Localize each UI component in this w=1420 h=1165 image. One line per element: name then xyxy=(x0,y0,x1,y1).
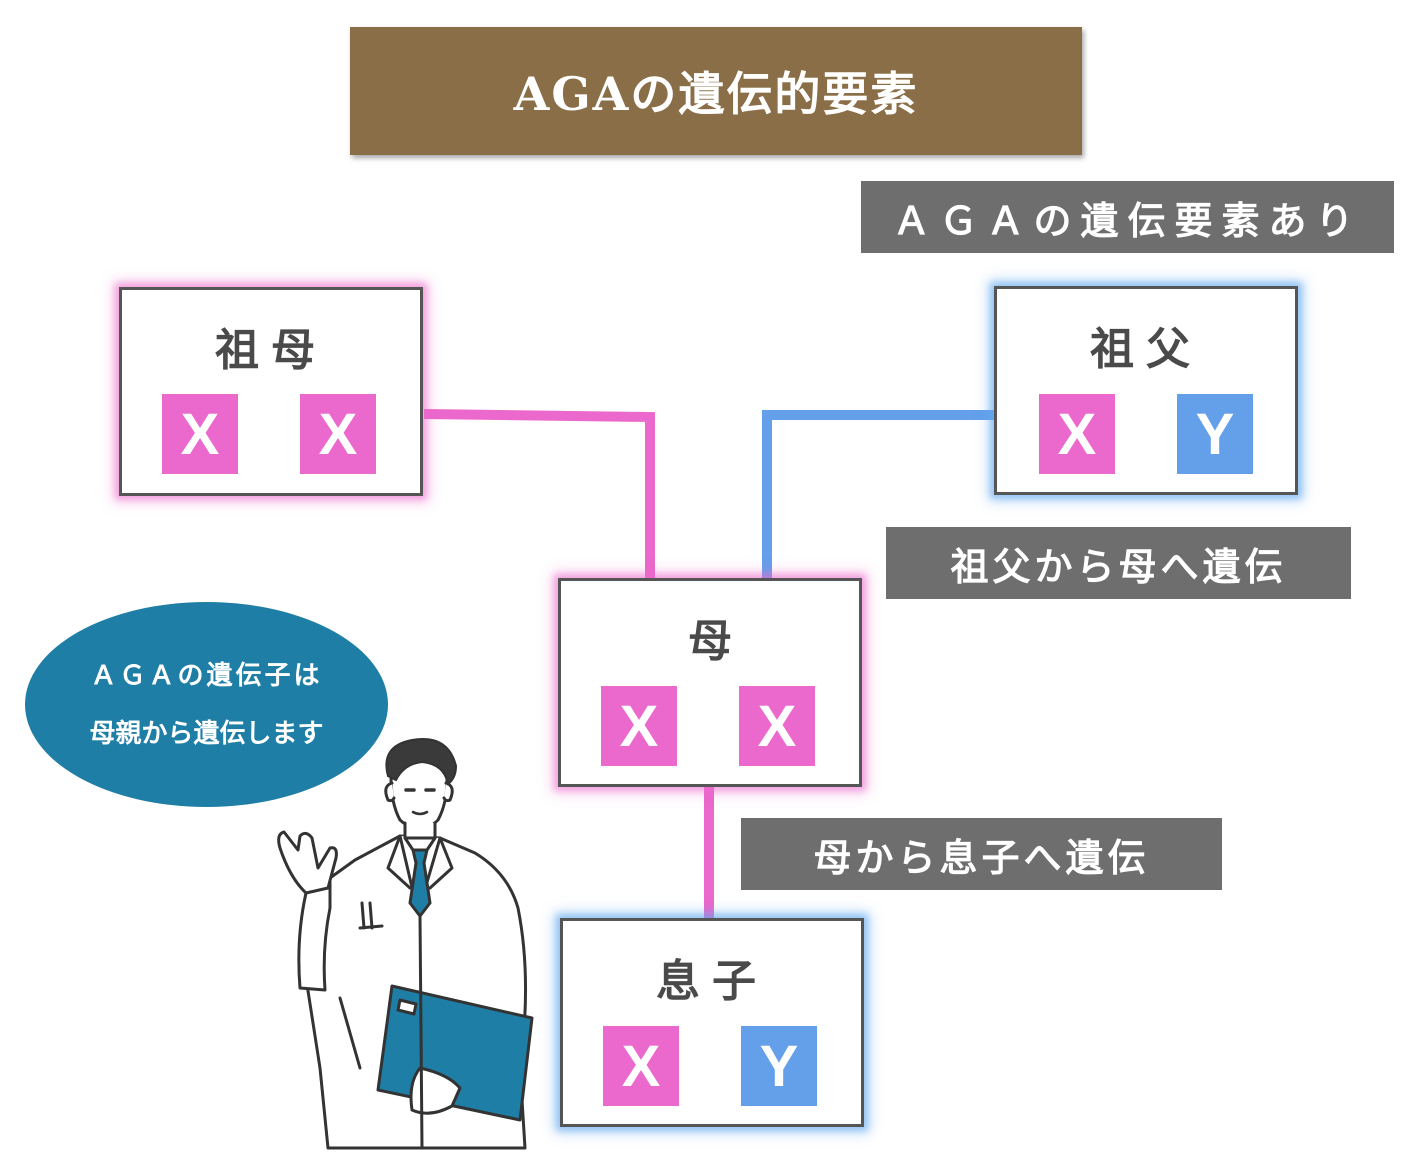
raised-hand xyxy=(277,830,338,895)
son-chromosome-y: Y xyxy=(741,1026,817,1106)
grandmother-chromosome-2: X xyxy=(300,394,376,474)
grandfather-to-mother-label: 祖父から母へ遺伝 xyxy=(886,527,1351,599)
doctor-illustration xyxy=(277,738,534,1150)
mother-chromosome-1: X xyxy=(601,686,677,766)
speech-bubble: ＡＧＡの遺伝子は 母親から遺伝します xyxy=(25,602,388,807)
mother-to-son-label: 母から息子へ遺伝 xyxy=(741,818,1222,890)
bubble-line-1: ＡＧＡの遺伝子は xyxy=(90,660,323,691)
aga-factor-label: ＡＧＡの遺伝要素あり xyxy=(861,181,1394,253)
bubble-line-2: 母親から遺伝します xyxy=(89,718,324,749)
mother-chromosome-2: X xyxy=(739,686,815,766)
page-title: AGAの遺伝的要素 xyxy=(350,27,1082,155)
son-chromosome-x: X xyxy=(603,1026,679,1106)
mother-name: 母 xyxy=(688,616,732,667)
grandmother-box: 祖母 X X xyxy=(119,287,423,496)
mother-box: 母 X X xyxy=(558,578,862,787)
son-box: 息子 X Y xyxy=(560,918,864,1127)
grandmother-chromosome-1: X xyxy=(162,394,238,474)
raised-arm xyxy=(297,876,332,992)
grandmother-name: 祖母 xyxy=(215,325,327,376)
grandfather-chromosome-y: Y xyxy=(1177,394,1253,474)
grandfather-box: 祖父 X Y xyxy=(994,286,1298,495)
grandfather-to-mother-line xyxy=(762,410,995,578)
holding-hand xyxy=(409,1066,462,1115)
hair xyxy=(385,738,458,786)
son-name: 息子 xyxy=(656,956,768,1007)
necktie xyxy=(408,848,432,918)
grandfather-chromosome-x: X xyxy=(1039,394,1115,474)
grandfather-name: 祖父 xyxy=(1090,324,1202,375)
grandmother-to-mother-line xyxy=(423,409,655,580)
